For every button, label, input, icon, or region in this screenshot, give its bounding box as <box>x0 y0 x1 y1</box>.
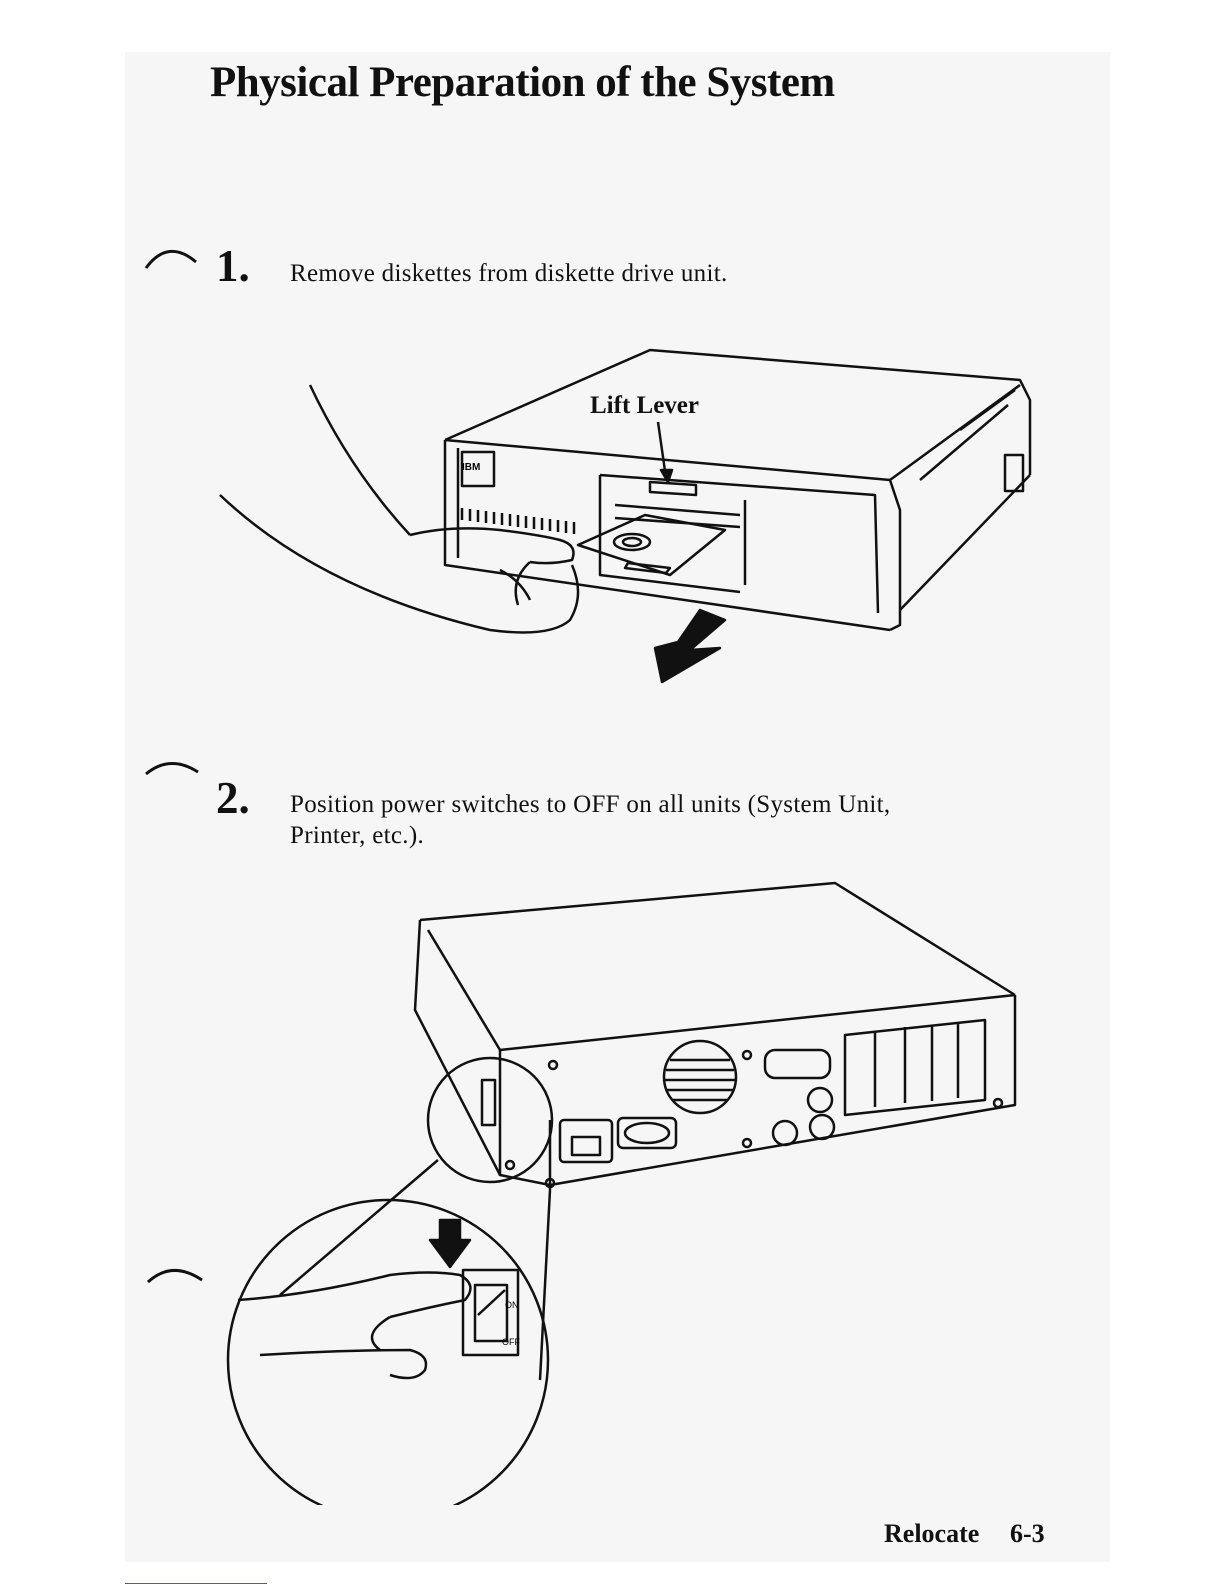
figure-power-switch-off: ON OFF <box>220 875 1040 1505</box>
step-2-text-line1: Position power switches to OFF on all un… <box>290 789 890 820</box>
lift-lever-callout: Lift Lever <box>590 392 699 420</box>
step-2-text-line2: Printer, etc.). <box>290 820 424 851</box>
switch-off-label: OFF <box>502 1337 520 1347</box>
binder-hole-mark-2 <box>140 752 210 792</box>
page-title: Physical Preparation of the System <box>210 58 835 107</box>
step-1-number: 1. <box>216 240 250 292</box>
step-2-number: 2. <box>216 772 250 824</box>
binder-hole-mark-1 <box>138 240 208 290</box>
ibm-logo: IBM <box>462 462 480 473</box>
footer-page-number: 6-3 <box>1010 1519 1045 1549</box>
footer-section-label: Relocate <box>884 1519 979 1549</box>
switch-on-label: ON <box>505 1300 519 1310</box>
step-1-text: Remove diskettes from diskette drive uni… <box>290 258 728 289</box>
binder-hole-mark-3 <box>142 1258 212 1298</box>
figure-remove-diskette: IBM <box>200 330 1060 700</box>
